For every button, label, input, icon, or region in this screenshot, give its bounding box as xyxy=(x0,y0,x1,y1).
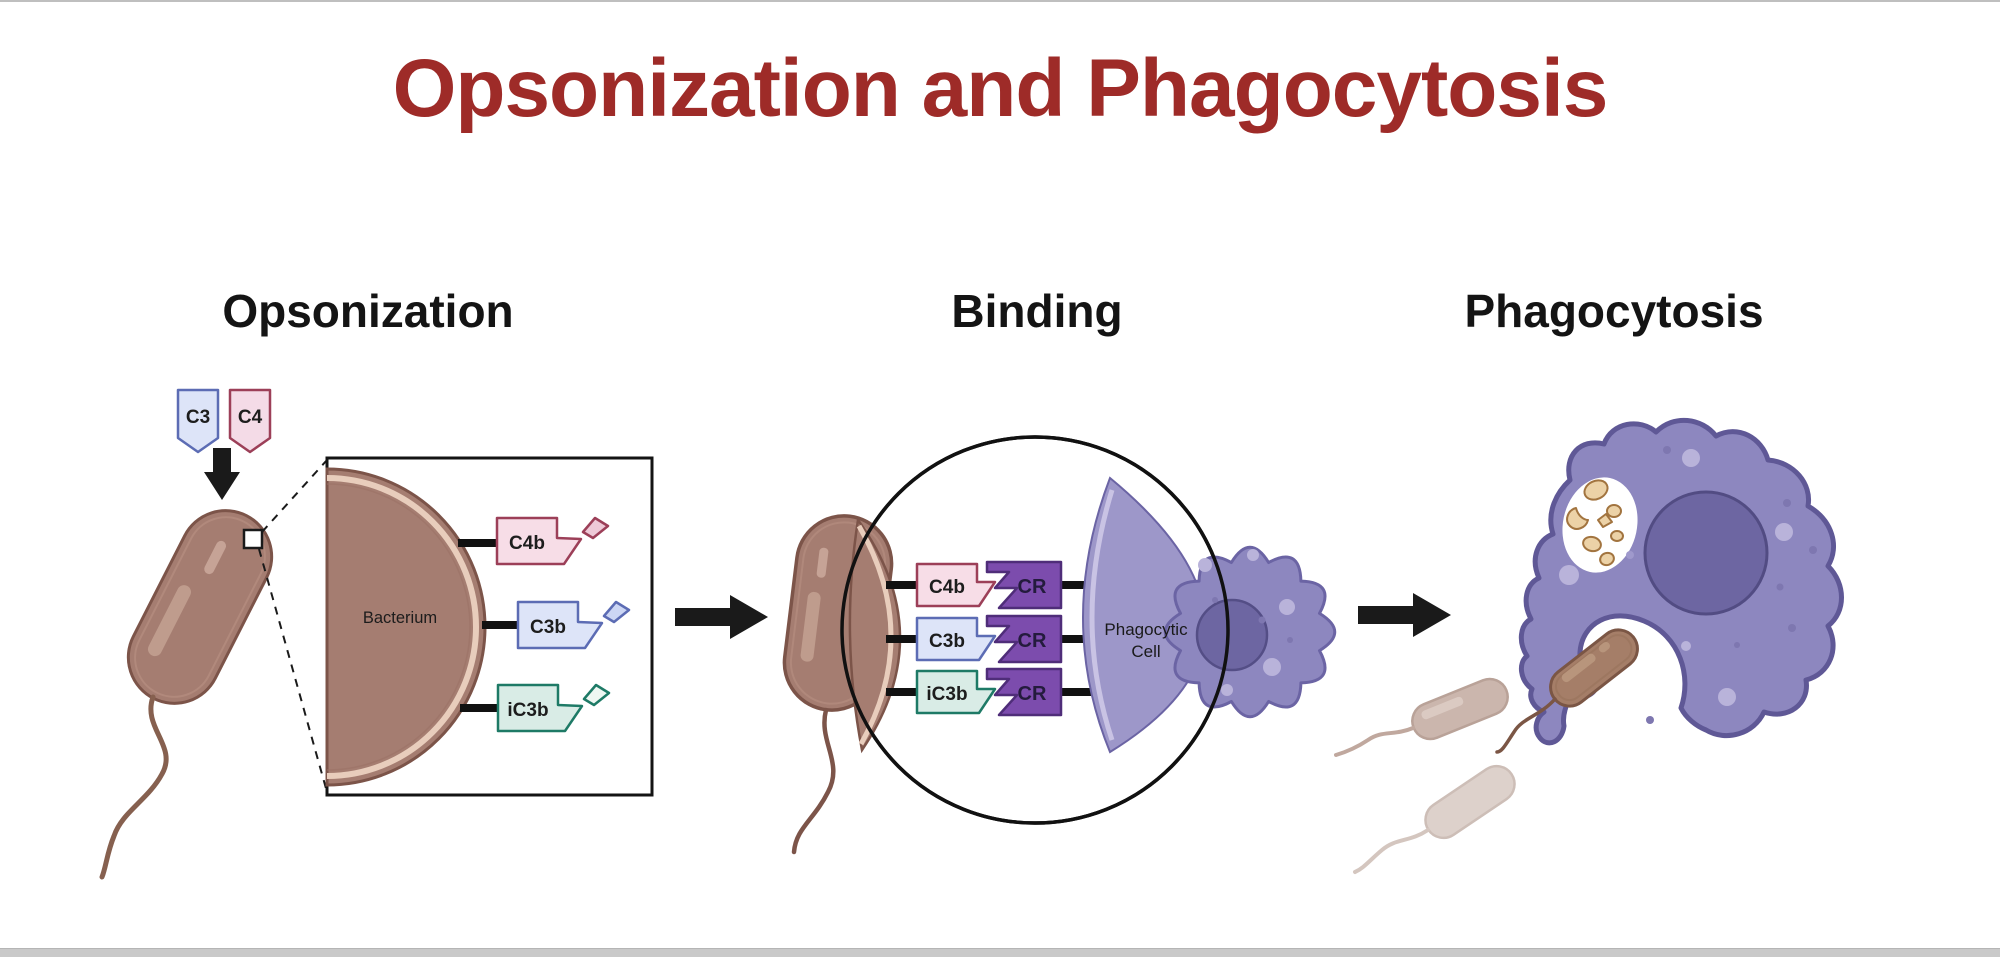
ic3b-label: iC3b xyxy=(507,700,548,721)
digested-fragment xyxy=(1606,504,1622,518)
c4b-label: C4b xyxy=(509,533,545,554)
phagocytic-cell-label-line1: Phagocytic xyxy=(1104,620,1188,639)
phagocytic-cell-small xyxy=(1163,545,1337,719)
binding-panel-illustration: C4b CR C3b CR iC3b CR xyxy=(675,435,1337,855)
ic3b-ligand-shape xyxy=(915,669,997,715)
cr-label-3: CR xyxy=(1018,683,1047,705)
pair-ic3b-cr: iC3b CR xyxy=(915,667,1063,717)
bacterium-cell xyxy=(126,509,274,705)
phagocytic-cell-label-line2: Cell xyxy=(1131,642,1160,661)
membrane-label: Bacterium xyxy=(363,609,437,627)
digested-fragment xyxy=(1583,479,1609,501)
digested-fragment xyxy=(1566,507,1589,530)
pair-c3b-cr: C3b CR xyxy=(915,614,1063,664)
heading-opsonization: Opsonization xyxy=(222,285,514,337)
phagocytosis-panel-illustration xyxy=(1334,417,1844,874)
cr-receptor-shape xyxy=(985,614,1063,664)
pair-c4b-cr: C4b CR xyxy=(915,560,1063,610)
phagosome-vacuole xyxy=(1562,477,1638,573)
c4b-pair-label: C4b xyxy=(929,577,965,598)
fragment-c3b: C3b xyxy=(516,600,631,650)
engulfed-bacterium-flagellum xyxy=(1495,697,1557,754)
cytoplasm-vesicles xyxy=(1559,446,1817,724)
page-title: Opsonization and Phagocytosis xyxy=(392,43,1609,134)
c3b-cleaved-piece xyxy=(602,600,631,624)
bacterium-membrane-closeup xyxy=(325,467,487,787)
cr-receptor-shape xyxy=(985,560,1063,610)
window-bottom-edge xyxy=(0,948,2000,957)
cr-label-1: CR xyxy=(1018,576,1047,598)
faded-bacterium-2 xyxy=(1424,764,1516,840)
digested-fragment xyxy=(1597,513,1613,528)
digested-fragment xyxy=(1599,551,1615,567)
opsonin-c3-banner: C3 xyxy=(176,388,220,454)
heading-binding: Binding xyxy=(951,285,1123,337)
leader-line-bottom xyxy=(258,548,328,793)
c3b-pair-label: C3b xyxy=(929,631,965,652)
down-arrow-icon xyxy=(204,448,240,500)
c4b-ligand-shape xyxy=(915,562,997,608)
c3-banner-label: C3 xyxy=(186,407,210,428)
c3b-label: C3b xyxy=(530,617,566,638)
engulfed-bacterium xyxy=(1549,628,1639,708)
digested-fragment xyxy=(1582,535,1602,553)
opsonin-c4-banner: C4 xyxy=(228,388,272,454)
opsonization-panel-illustration: C3 C4 Bacterium xyxy=(99,388,654,880)
leader-line-top xyxy=(261,459,328,533)
small-cell-nucleus xyxy=(1195,598,1269,672)
right-arrow-icon-1 xyxy=(675,595,768,639)
faded-bacterium-1-flagellum xyxy=(1334,726,1415,757)
binding-zoom-circle-outline xyxy=(840,435,1230,825)
faded-bacterium-2-flagellum xyxy=(1353,828,1430,874)
phagocyte-membrane-lens xyxy=(1082,476,1206,754)
ic3b-pair-label: iC3b xyxy=(926,684,967,705)
cr-receptor-shape xyxy=(985,667,1063,717)
magnified-region-marker xyxy=(242,528,264,550)
cr-label-2: CR xyxy=(1018,630,1047,652)
heading-phagocytosis: Phagocytosis xyxy=(1464,285,1764,337)
large-cell-nucleus xyxy=(1643,490,1769,616)
fragment-c4b: C4b xyxy=(495,516,610,566)
binding-bacterium-flagellum xyxy=(791,707,836,855)
c4-banner-label: C4 xyxy=(238,407,263,428)
c4b-cleaved-piece xyxy=(581,516,610,540)
window-top-edge xyxy=(0,0,2000,2)
fragment-ic3b: iC3b xyxy=(496,683,611,733)
right-arrow-icon-2 xyxy=(1358,593,1451,637)
c3b-ligand-shape xyxy=(915,616,997,662)
ic3b-cleaved-piece xyxy=(582,683,611,707)
c4-banner-shape xyxy=(228,388,272,454)
faded-bacterium-1 xyxy=(1411,677,1509,741)
digested-fragment xyxy=(1610,530,1624,542)
bacterium-flagellum xyxy=(99,694,169,880)
c3-banner-shape xyxy=(176,388,220,454)
